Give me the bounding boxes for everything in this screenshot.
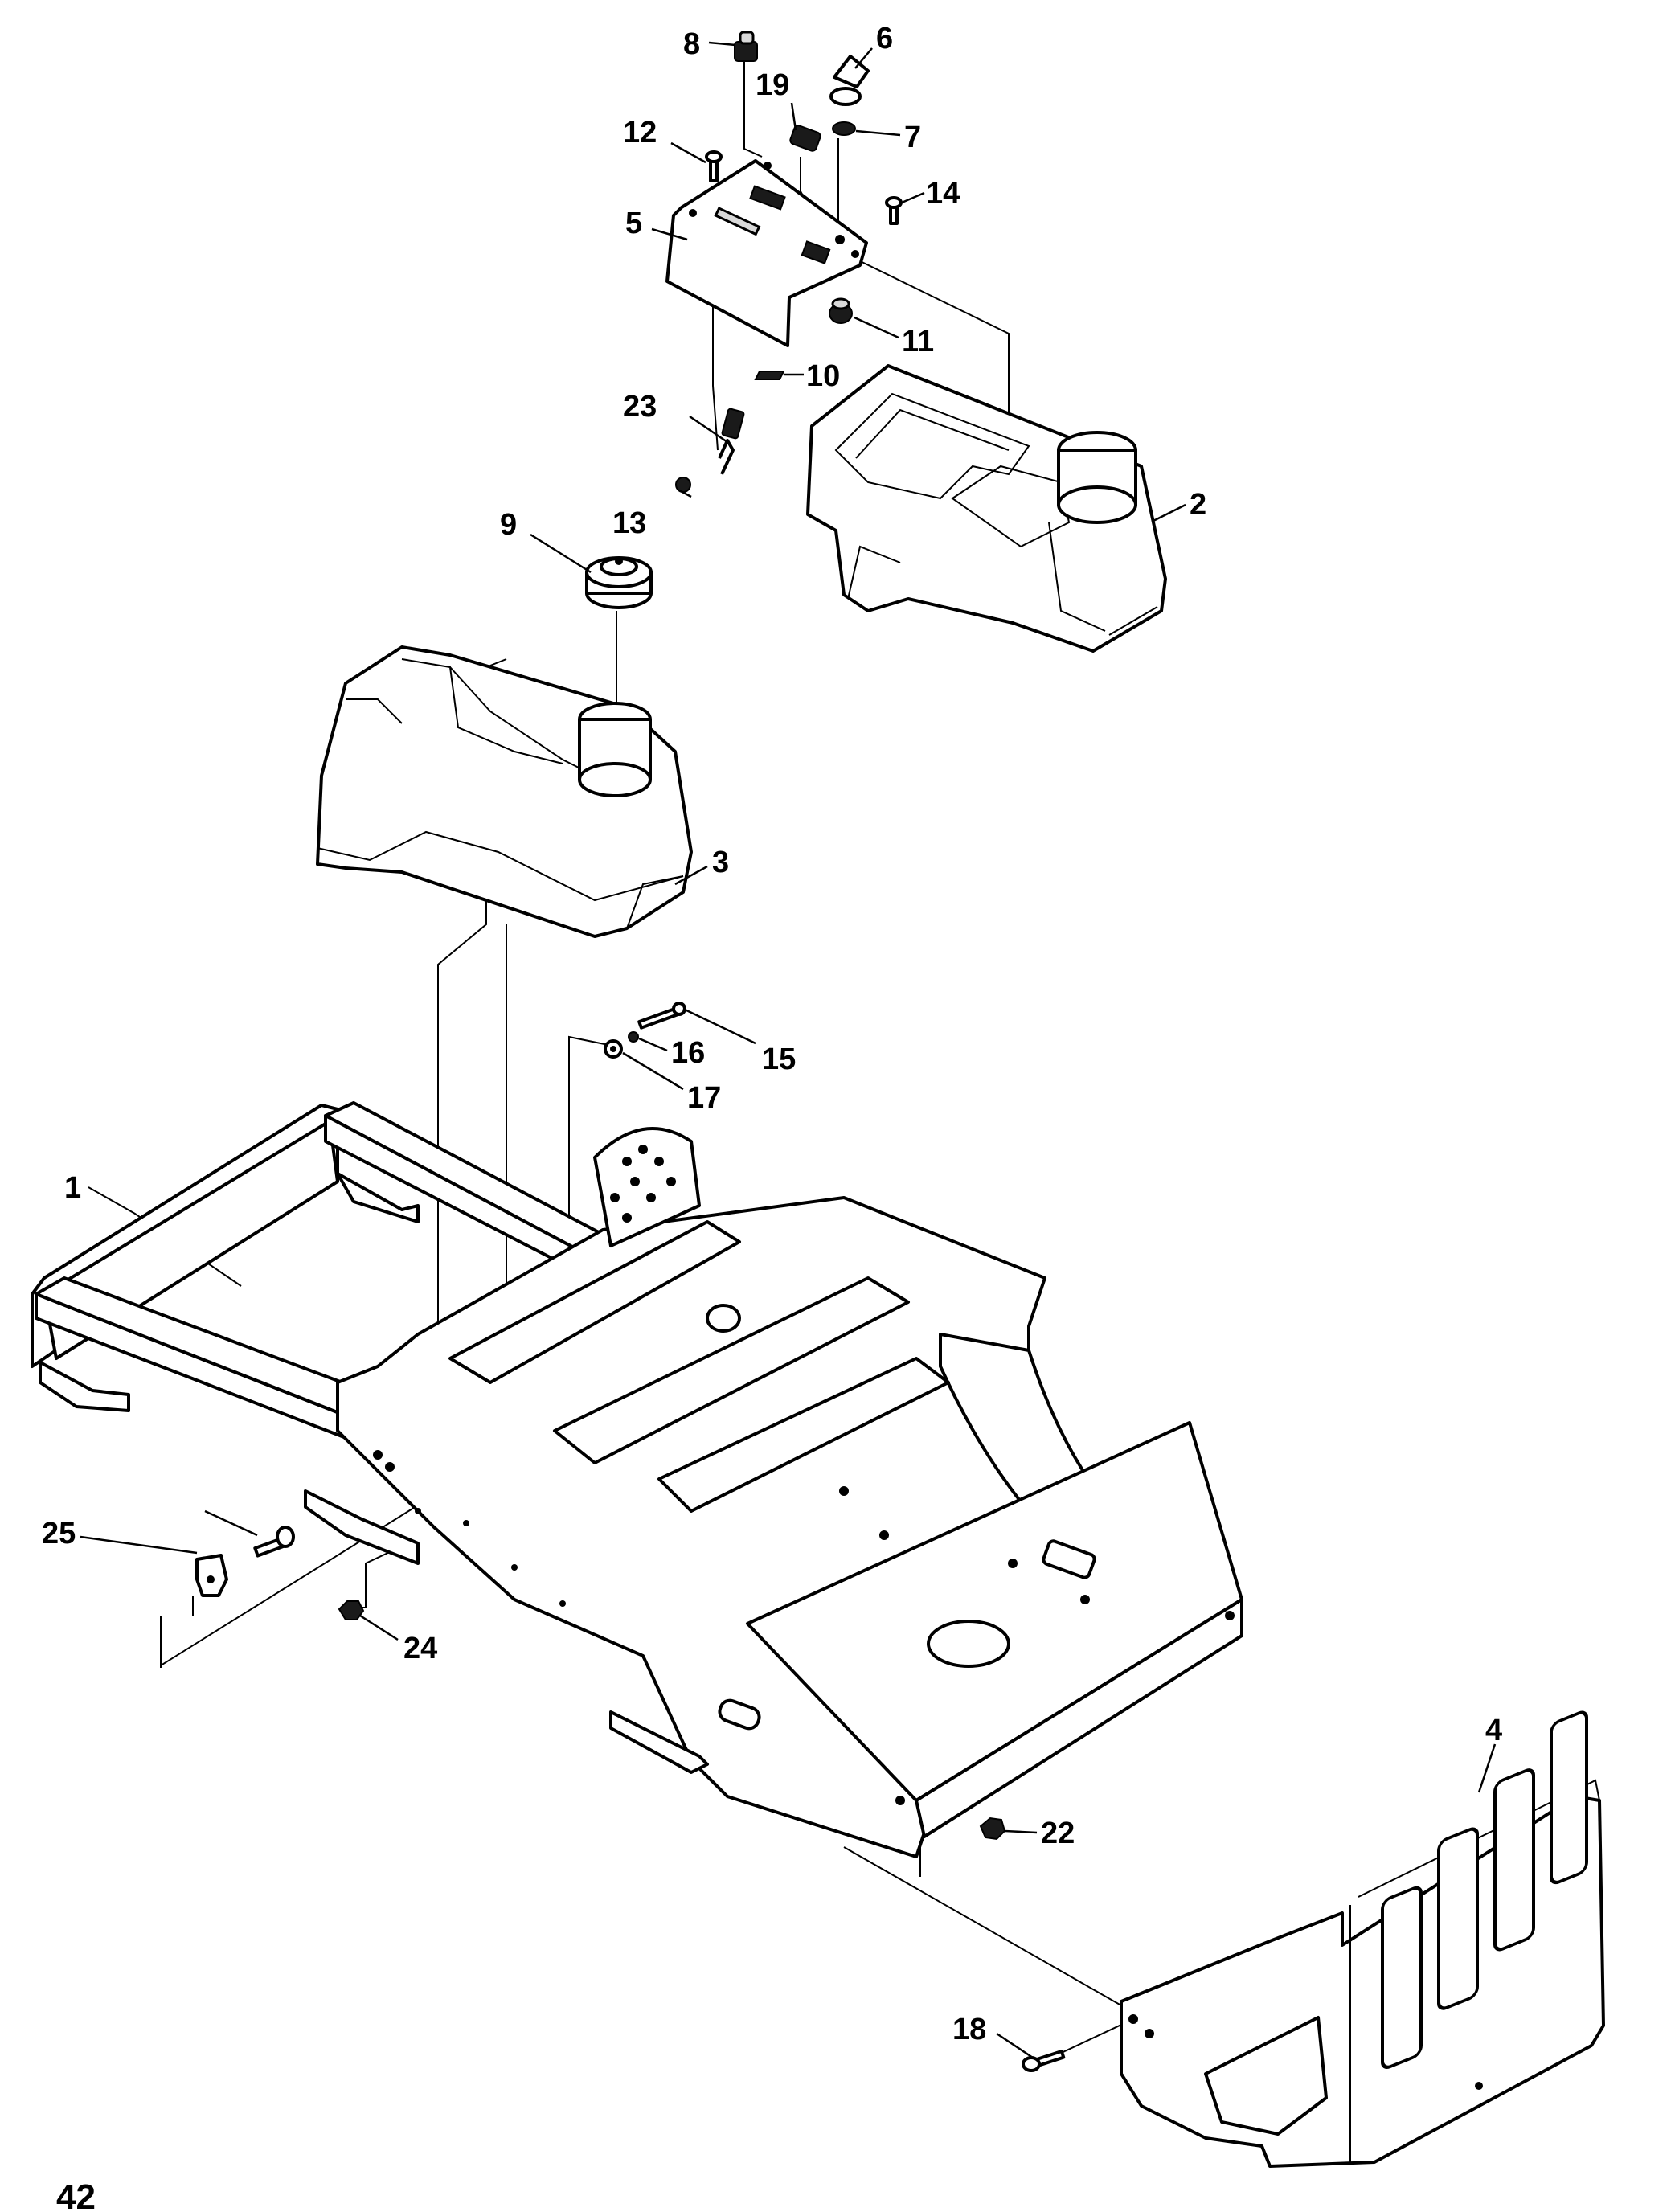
fuel-cap-part-9 (585, 556, 653, 609)
callout-9: 9 (500, 508, 517, 542)
callout-8: 8 (683, 27, 700, 61)
footrest-part-4 (1120, 1710, 1605, 2168)
callout-1: 1 (64, 1171, 81, 1205)
right-tank-part-2 (806, 364, 1167, 653)
callout-6: 6 (876, 22, 893, 55)
callout-13: 13 (612, 506, 646, 540)
callout-16: 16 (671, 1036, 705, 1070)
callout-12: 12 (623, 116, 657, 150)
main-frame-part-1 (31, 1101, 1243, 1858)
callout-24: 25 (42, 1517, 76, 1550)
callout-23: 24 (403, 1632, 437, 1665)
callout-22: 23 (623, 390, 657, 424)
callout-17: 17 (687, 1081, 721, 1115)
callout-5: 5 (625, 207, 642, 240)
page-number: 42 (56, 2177, 96, 2212)
callout-18: 18 (952, 2013, 986, 2046)
callout-11: 11 (902, 325, 934, 358)
callout-10: 10 (806, 359, 840, 393)
control-plate-part-5 (665, 159, 868, 347)
left-tank-part-3 (316, 645, 693, 938)
callout-4: 4 (1485, 1714, 1502, 1747)
callout-15: 15 (762, 1043, 796, 1076)
callout-21: 22 (1041, 1817, 1075, 1850)
callout-19: 19 (756, 68, 789, 102)
callouts: 8 6 19 7 12 14 5 11 10 23 13 2 9 3 15 16 (42, 22, 1502, 2059)
callout-3: 3 (712, 846, 729, 879)
callout-2: 2 (1190, 488, 1206, 522)
callout-7: 7 (904, 121, 921, 154)
callout-14: 14 (926, 177, 960, 211)
hardware-top (675, 31, 903, 493)
